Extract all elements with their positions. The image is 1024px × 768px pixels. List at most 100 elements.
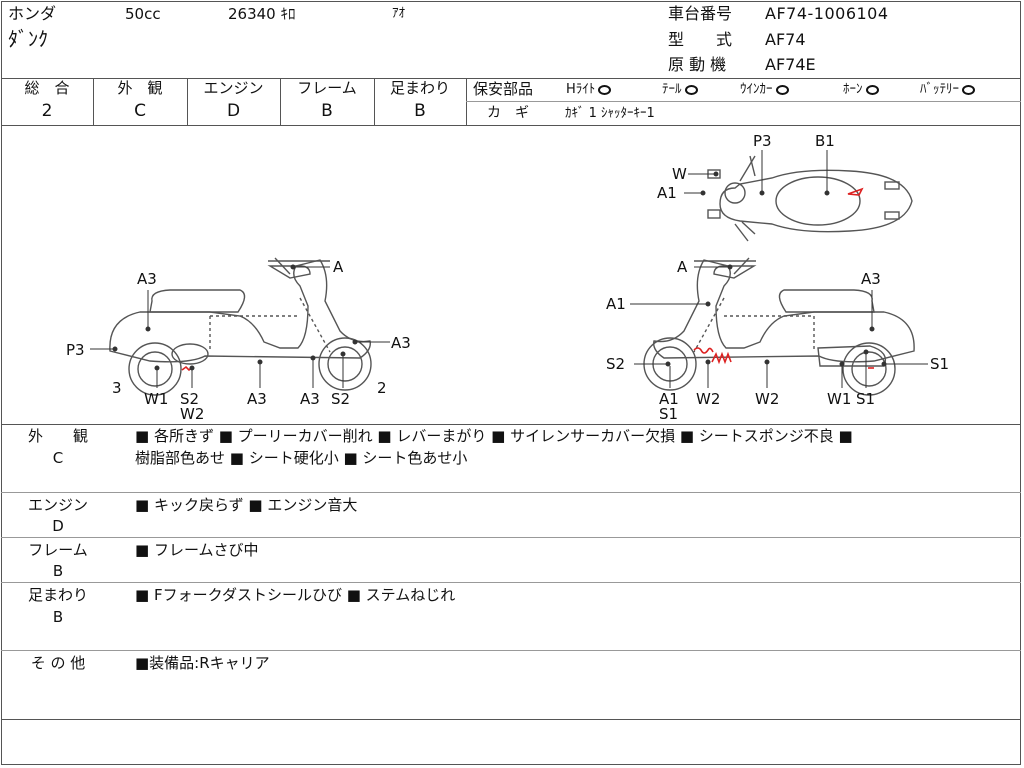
exterior-grade: C: [134, 101, 146, 121]
diag-label: S1: [930, 355, 950, 373]
remark-category: 外 観: [27, 427, 88, 445]
remark-text: ■ フレームさび中: [135, 541, 259, 559]
remark-category: そ の 他: [30, 654, 86, 672]
safety-item-label: Hﾗｲﾄ: [566, 82, 596, 97]
divider: [93, 78, 94, 125]
safety-item-battery: ﾊﾞｯﾃﾘｰ: [920, 83, 975, 96]
safety-item-headlight: Hﾗｲﾄ: [566, 82, 612, 97]
ok-circle-icon: [684, 84, 698, 95]
remark-text: ■ Fフォークダストシールひび ■ ステムねじれ: [135, 586, 456, 604]
key-label: カ ギ: [487, 105, 529, 121]
diag-label: A3: [300, 390, 320, 408]
diag-label: W2: [755, 390, 780, 408]
remark-text: ■ 各所きず ■ プーリーカバー削れ ■ レバーまがり ■ サイレンサーカバー欠…: [135, 427, 853, 445]
displacement: 50cc: [125, 5, 161, 23]
maker: ホンダ: [8, 4, 57, 23]
diag-label: W: [672, 165, 687, 183]
left-front-wheel: [318, 337, 372, 391]
suspension-label: 足まわり: [389, 79, 450, 97]
safety-item-label: ﾎｰﾝ: [843, 82, 863, 97]
left-rear-wheel: [128, 342, 182, 396]
remarks-bottom-rule: [1, 719, 1021, 720]
frame-grade: B: [321, 101, 333, 121]
key-value: ｶｷﾞ 1 ｼｬｯﾀｰｷｰ1: [565, 106, 655, 121]
divider: [1, 537, 1021, 538]
remark-category: 足まわり: [27, 586, 88, 604]
top-scooter-seat: [775, 176, 861, 226]
diag-label: S1: [659, 405, 679, 423]
left-scooter-seat: [149, 289, 246, 313]
diag-label: P3: [753, 132, 772, 150]
diag-label: A3: [137, 270, 157, 288]
diag-label: A1: [606, 295, 626, 313]
diag-label: S2: [180, 390, 200, 408]
diag-label: W2: [180, 405, 205, 423]
safety-item-label: ﾊﾞｯﾃﾘｰ: [920, 82, 959, 97]
diag-label: A1: [657, 184, 677, 202]
diag-label: W2: [696, 390, 721, 408]
engine-code: AF74E: [765, 55, 816, 74]
top-scooter-body: [719, 169, 913, 233]
frame-number: AF74-1006104: [765, 4, 889, 23]
model-label: 型 式: [668, 30, 733, 49]
left-scooter-handlebar: [267, 265, 311, 279]
safety-item-horn: ﾎｰﾝ: [843, 83, 879, 96]
safety-item-winker: ｳｲﾝｶｰ: [740, 83, 789, 96]
divider: [1, 650, 1021, 651]
frame-label: フレーム: [297, 79, 357, 97]
mileage: 26340 ｷﾛ: [228, 5, 296, 23]
remark-text: 樹脂部色あせ ■ シート硬化小 ■ シート色あせ小: [135, 449, 468, 467]
remark-grade: B: [52, 562, 64, 580]
overall-label: 総 合: [24, 79, 70, 97]
divider: [187, 78, 188, 125]
diag-label: 2: [377, 379, 387, 397]
damage-marks: [181, 187, 874, 372]
engine-label: エンジン: [203, 79, 264, 97]
diag-label: A: [333, 258, 344, 276]
diag-label: A3: [391, 334, 411, 352]
suspension-grade: B: [414, 101, 426, 121]
right-scooter-handlebar: [713, 265, 757, 279]
model-code: AF74: [765, 30, 806, 49]
diag-label: A3: [247, 390, 267, 408]
diag-label: S1: [856, 390, 876, 408]
ok-circle-icon: [865, 84, 879, 95]
safety-divider: [466, 101, 1021, 102]
remark-text: ■装備品:Rキャリア: [135, 654, 270, 672]
right-rear-wheel: [842, 342, 896, 396]
ok-circle-icon: [775, 84, 789, 95]
engine-grade: D: [226, 101, 241, 121]
overall-grade: 2: [41, 101, 53, 121]
diag-label: B1: [815, 132, 835, 150]
safety-item-label: ｳｲﾝｶｰ: [740, 82, 773, 97]
remark-grade: C: [52, 449, 64, 467]
divider: [1, 492, 1021, 493]
divider: [280, 78, 281, 125]
model-name: ﾀﾞﾝｸ: [8, 27, 48, 51]
color: ｱｵ: [392, 6, 405, 21]
safety-label: 保安部品: [473, 80, 534, 98]
diag-label: S2: [606, 355, 626, 373]
diag-label: A: [677, 258, 688, 276]
remark-category: エンジン: [27, 496, 88, 514]
safety-item-label: ﾃｰﾙ: [662, 82, 682, 97]
remark-category: フレーム: [28, 541, 88, 559]
frame-number-label: 車台番号: [668, 4, 733, 23]
divider: [1, 582, 1021, 583]
right-scooter-seat: [778, 289, 875, 313]
diag-label: 3: [112, 379, 122, 397]
diag-label: S2: [331, 390, 351, 408]
diag-label: A3: [861, 270, 881, 288]
diag-label: A1: [659, 390, 679, 408]
ok-circle-icon: [598, 84, 612, 95]
remark-grade: B: [52, 608, 64, 626]
ok-circle-icon: [962, 84, 975, 95]
engine-label: 原 動 機: [668, 55, 727, 74]
grade-bottom-rule: [1, 125, 1021, 126]
exterior-label: 外 観: [117, 79, 163, 97]
grade-top-rule: [1, 78, 1021, 79]
diag-label: W1: [144, 390, 169, 408]
remarks-top-rule: [1, 424, 1021, 425]
divider: [374, 78, 375, 125]
